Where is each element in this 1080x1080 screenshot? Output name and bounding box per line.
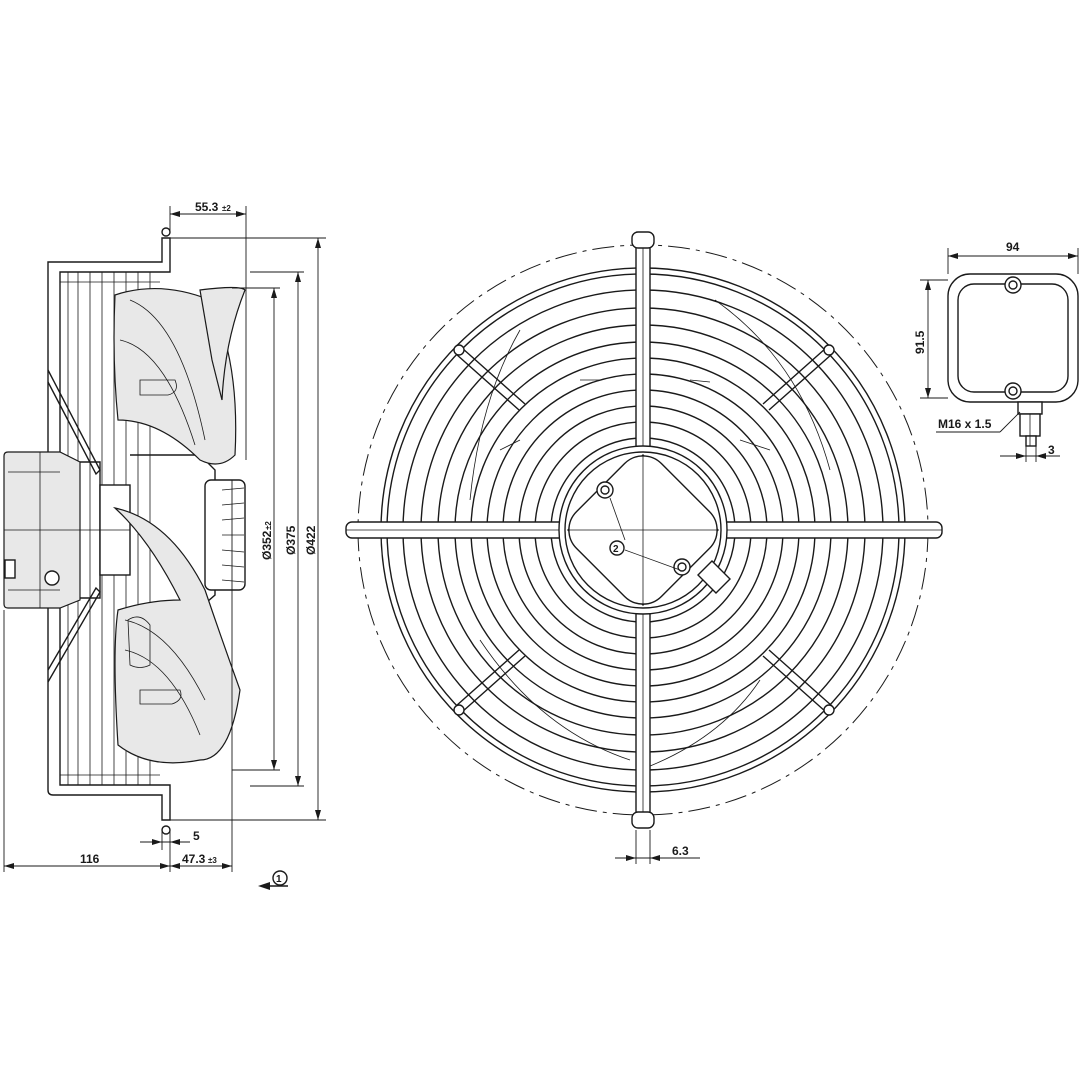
airflow-marker-label: 1	[276, 874, 282, 885]
dim-hub-offset: 55.3	[195, 200, 219, 214]
dim-flange: 5	[193, 829, 200, 843]
dim-depth2: 47.3	[182, 852, 206, 866]
dim-d422: Ø422	[304, 525, 318, 555]
front-view: 2 6.3	[345, 231, 943, 864]
side-view: 55.3 ±2 Ø352 ±2 Ø375 Ø422 5 116 47.3 ±3 …	[3, 200, 326, 890]
side-blades	[112, 286, 246, 764]
dim-box-height: 91.5	[913, 330, 927, 354]
dim-depth: 116	[80, 852, 100, 866]
dim-box-width: 94	[1006, 240, 1020, 254]
front-motor-hub	[558, 445, 731, 615]
front-guard	[345, 231, 943, 829]
thread-label: M16 x 1.5	[938, 417, 992, 431]
dim-d352-tol: ±2	[264, 521, 273, 530]
dim-d375: Ø375	[284, 525, 298, 555]
dim-gland: 3	[1048, 443, 1055, 457]
terminal-box	[920, 248, 1079, 462]
rotation-marker: 2	[609, 540, 625, 556]
airflow-marker: 1	[258, 870, 288, 890]
side-motor	[3, 451, 246, 609]
dim-hub-offset-tol: ±2	[222, 204, 231, 213]
side-dimensions	[3, 206, 326, 872]
dim-bar: 6.3	[672, 844, 689, 858]
dim-d352: Ø352	[260, 530, 274, 560]
rotation-marker-label: 2	[613, 544, 619, 555]
dim-depth2-tol: ±3	[208, 856, 217, 865]
front-dimension-bar	[615, 830, 700, 864]
